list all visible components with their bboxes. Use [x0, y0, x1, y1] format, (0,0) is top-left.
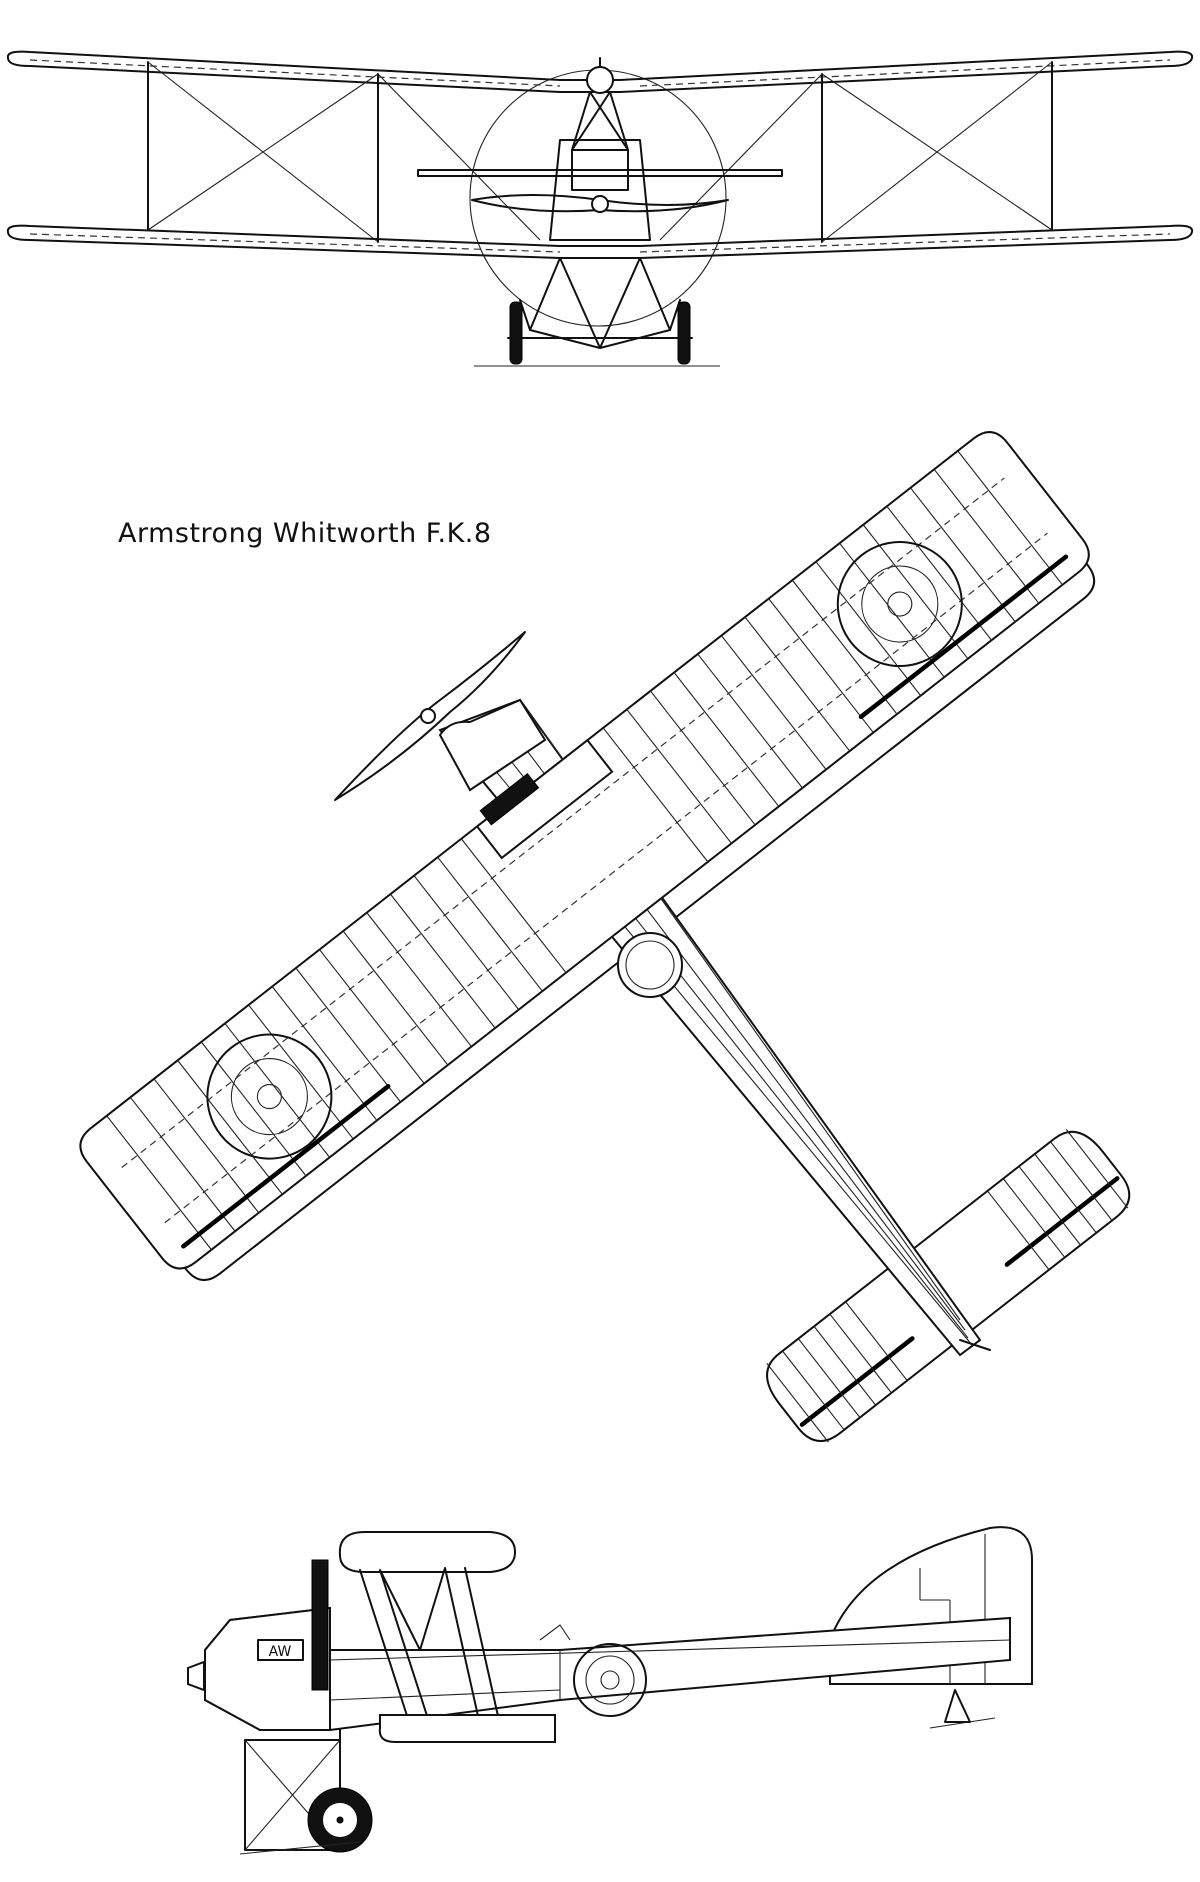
plan-cockpit	[617, 932, 683, 998]
side-lower-wing	[378, 1714, 556, 1743]
side-tailskid	[944, 1689, 971, 1723]
plan-radiator	[479, 772, 540, 826]
side-marking-box	[257, 1639, 304, 1661]
front-wheel-right	[677, 301, 691, 365]
plan-nose	[438, 698, 547, 792]
plan-roundel-right	[836, 541, 963, 668]
plan-aileron-left	[181, 1083, 391, 1249]
front-lower-wing	[6, 224, 1194, 259]
front-upper-wing	[6, 50, 1194, 93]
front-wheel-left	[509, 301, 523, 365]
side-gun	[539, 1624, 571, 1641]
side-view: AW	[187, 1526, 1033, 1855]
side-radiator	[311, 1559, 329, 1691]
front-propeller	[471, 194, 729, 213]
plan-tailplane	[766, 1130, 1131, 1442]
front-tailplane	[417, 169, 783, 177]
plan-aileron-right	[858, 554, 1069, 720]
front-undercarriage	[519, 257, 681, 349]
front-view	[6, 50, 1194, 367]
plan-view	[79, 431, 1131, 1443]
plan-upper-wing	[79, 431, 1090, 1270]
side-engine-cowling	[204, 1606, 331, 1731]
side-roundel	[573, 1643, 647, 1717]
side-upper-wing	[338, 1531, 517, 1573]
drawing-title: Armstrong Whitworth F.K.8	[118, 518, 492, 549]
side-marking: AW	[269, 1644, 292, 1660]
side-struts	[359, 1567, 501, 1726]
front-fuselage	[549, 139, 651, 241]
plan-propeller	[334, 631, 526, 801]
front-struts	[147, 61, 1053, 243]
side-spinner	[187, 1660, 205, 1692]
plan-roundel-left	[206, 1033, 333, 1160]
